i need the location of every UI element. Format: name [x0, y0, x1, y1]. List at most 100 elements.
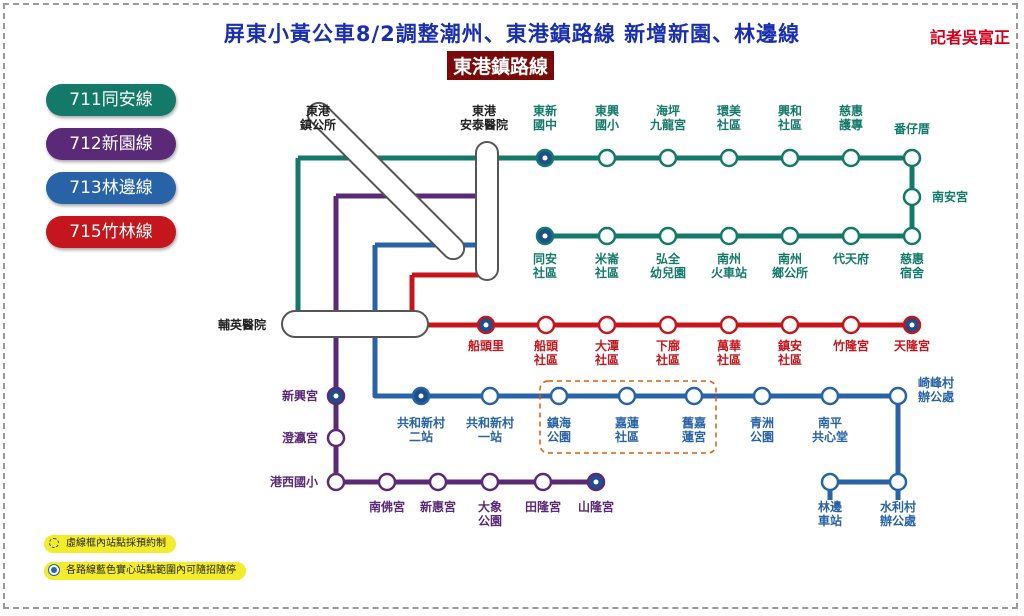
stop-712-west-2 [326, 472, 346, 492]
stop-712-bottom-2 [480, 472, 500, 492]
dashed-circle-icon [49, 538, 59, 548]
stop-711-bottom-5 [841, 226, 861, 246]
stop-label-715-6: 竹隆宮 [832, 339, 869, 353]
hub-label-fuying: 輔英醫院 [218, 318, 267, 332]
stop-label-711-bottom-2: 弘全 幼兒園 [649, 252, 686, 280]
stop-715-5 [780, 315, 800, 335]
stop-markers [326, 148, 922, 492]
stop-711-bottom-1 [597, 226, 617, 246]
stop-label-711-top-5: 慈惠 護專 [838, 104, 863, 132]
stop-label-711-bottom-4: 南州 鄉公所 [771, 252, 808, 280]
stop-715-4 [719, 315, 739, 335]
solid-stop-icon [49, 565, 59, 575]
stop-713-3 [617, 386, 637, 406]
note-reservation: 虛線框內站點採預約制 [44, 535, 176, 553]
stop-label-711-top-6: 番仔厝 [893, 122, 930, 136]
stop-712-west-1 [326, 428, 346, 448]
stop-711-bottom-0-center [542, 233, 548, 239]
stop-711-east [902, 187, 922, 207]
stop-712-west-0-center [333, 393, 339, 399]
stop-711-bottom-6 [902, 226, 922, 246]
stop-label-711-east: 南安宮 [932, 190, 969, 204]
stop-label-715-3: 下廍 社區 [655, 339, 680, 367]
stop-713-east-1 [888, 472, 908, 492]
stop-711-top-5 [841, 148, 861, 168]
stop-711-top-6 [902, 148, 922, 168]
note-flag-stop: 各路線藍色實心站點範圍內可隨招隨停 [44, 562, 246, 580]
stop-label-711-top-1: 東興 國小 [594, 104, 619, 132]
stop-label-712-bottom-3: 田隆宮 [524, 500, 561, 514]
stop-label-713-7: 崎峰村 辦公處 [918, 376, 955, 404]
stop-label-712-bottom-4: 山隆宮 [577, 500, 614, 514]
page-title: 屏東小黃公車8/2調整潮州、東港鎮路線 新增新園、林邊線 [223, 22, 801, 46]
stop-715-1 [536, 315, 556, 335]
stop-label-713-east-1: 水利村 辦公處 [879, 500, 916, 528]
stop-715-6 [841, 315, 861, 335]
stop-711-top-4 [780, 148, 800, 168]
stop-label-712-west-2: 港西國小 [269, 475, 318, 489]
stop-label-711-bottom-3: 南州 火車站 [710, 252, 747, 280]
stop-713-7 [888, 386, 908, 406]
stop-715-7-center [909, 322, 915, 328]
stop-711-top-3 [719, 148, 739, 168]
stop-713-6 [820, 386, 840, 406]
stop-713-1 [480, 386, 500, 406]
stop-715-0-center [483, 322, 489, 328]
stop-label-715-4: 萬華 社區 [716, 339, 741, 367]
stop-712-bottom-4-center [593, 479, 599, 485]
stop-712-bottom-1 [428, 472, 448, 492]
stop-label-713-6: 南平 共心堂 [811, 416, 848, 444]
stop-715-3 [658, 315, 678, 335]
stop-label-712-bottom-2: 大象 公園 [477, 500, 502, 528]
stop-label-715-1: 船頭 社區 [533, 339, 558, 367]
stop-label-713-0: 共和新村 二站 [396, 416, 445, 444]
hub-label-town-office: 東港 鎮公所 [300, 104, 337, 132]
stop-713-east-0 [820, 472, 840, 492]
stop-713-2 [549, 386, 569, 406]
stop-label-711-top-0: 東新 國中 [532, 104, 557, 132]
stop-711-bottom-2 [658, 226, 678, 246]
stop-712-bottom-3 [533, 472, 553, 492]
stop-label-711-top-4: 興和 社區 [777, 104, 802, 132]
hub-town-office-bar [306, 101, 466, 261]
stop-711-top-2 [658, 148, 678, 168]
stop-label-711-top-2: 海坪 九龍宮 [649, 104, 686, 132]
stop-label-713-1: 共和新村 一站 [465, 416, 514, 444]
stop-label-711-bottom-5: 代天府 [832, 252, 869, 266]
legend-route-713: 713林邊線 [46, 172, 176, 204]
stop-label-715-5: 鎮安 社區 [777, 339, 802, 367]
stop-713-4 [684, 386, 704, 406]
hub-label-antai: 東港 安泰醫院 [460, 104, 509, 132]
stop-label-713-east-0: 林邊 車站 [817, 500, 842, 528]
stop-label-713-4: 舊嘉 蓮宮 [681, 416, 706, 444]
stop-711-top-0-center [542, 155, 548, 161]
stop-711-top-1 [597, 148, 617, 168]
stop-711-bottom-4 [780, 226, 800, 246]
legend-route-712: 712新園線 [46, 128, 176, 160]
stop-label-711-bottom-1: 米崙 社區 [594, 252, 619, 280]
legend-route-715: 715竹林線 [46, 216, 176, 248]
route-subtitle: 東港鎮路線 [447, 51, 555, 80]
hub-antai-bar [475, 141, 499, 281]
stop-713-0-center [418, 393, 424, 399]
stop-712-bottom-0 [377, 472, 397, 492]
reporter-credit: 記者吳富正 [929, 28, 1010, 47]
stop-711-bottom-3 [719, 226, 739, 246]
stop-label-712-west-0: 新興宮 [281, 389, 318, 403]
stop-label-713-3: 嘉蓮 社區 [614, 416, 639, 444]
stop-label-712-west-1: 澄瀛宮 [281, 431, 318, 445]
stop-label-712-bottom-1: 新惠宮 [419, 500, 456, 514]
stop-label-715-2: 大潭 社區 [594, 339, 619, 367]
stop-label-712-bottom-0: 南佛宮 [368, 500, 405, 514]
stop-label-713-5: 青洲 公園 [749, 416, 774, 444]
stop-label-715-7: 天隆宮 [893, 339, 930, 353]
stop-label-711-bottom-0: 同安 社區 [532, 252, 557, 280]
stop-label-713-2: 鎮海 公園 [546, 416, 571, 444]
note-reservation-text: 虛線框內站點採預約制 [66, 538, 166, 549]
stop-label-711-bottom-6: 慈惠 宿舍 [899, 252, 924, 280]
legend-route-711: 711同安線 [46, 84, 176, 116]
note-flag-stop-text: 各路線藍色實心站點範圍內可隨招隨停 [66, 565, 236, 576]
reservation-zone-box [539, 380, 717, 454]
stop-label-715-0: 船頭里 [467, 339, 504, 353]
